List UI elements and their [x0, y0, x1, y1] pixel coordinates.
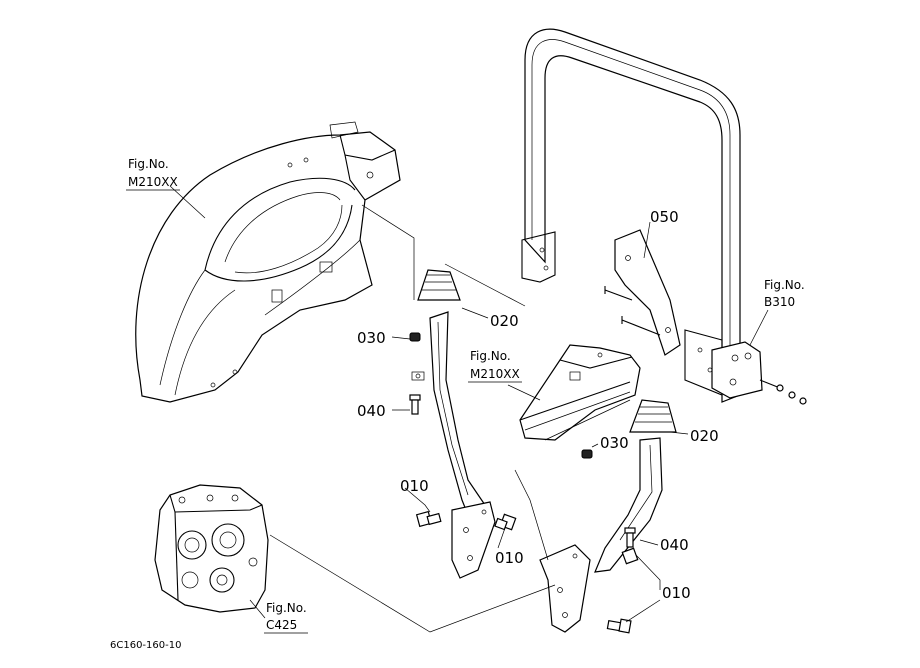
plate-b310 — [711, 341, 807, 405]
right-bolts — [581, 449, 639, 634]
transmission-case — [154, 484, 269, 613]
part-label-020-left: 020 — [490, 312, 519, 330]
part-label-010-left-top: 010 — [400, 477, 429, 495]
fender-assembly — [135, 121, 401, 403]
leader-lines — [169, 185, 769, 633]
drawing-number: 6C160-160-10 — [110, 640, 181, 651]
mid-frame — [519, 344, 641, 441]
part-label-040-right: 040 — [660, 536, 689, 554]
right-lever-guide — [539, 399, 677, 633]
part-label-020-right: 020 — [690, 427, 719, 445]
left-bolts — [409, 332, 517, 531]
bracket-050 — [604, 229, 681, 356]
rops-frame — [521, 28, 741, 403]
callout-fig-m210xx-mid-line2: M210XX — [470, 367, 520, 381]
callout-fig-b310-line1: Fig.No. — [764, 278, 805, 292]
labels: Fig.No. M210XX Fig.No. M210XX Fig.No. B3… — [110, 157, 805, 651]
callout-fig-c425-line1: Fig.No. — [266, 601, 307, 615]
part-label-030-left: 030 — [357, 329, 386, 347]
callout-fig-m210xx-top-line2: M210XX — [128, 175, 178, 189]
part-label-010-left-bottom: 010 — [495, 549, 524, 567]
callout-fig-m210xx-top-line1: Fig.No. — [128, 157, 169, 171]
left-lever-guide — [411, 269, 496, 579]
part-label-010-right: 010 — [662, 584, 691, 602]
callout-fig-m210xx-mid-line1: Fig.No. — [470, 349, 511, 363]
part-label-030-right: 030 — [600, 434, 629, 452]
callout-fig-b310-line2: B310 — [764, 295, 795, 309]
callout-fig-c425-line2: C425 — [266, 618, 297, 632]
part-label-050: 050 — [650, 208, 679, 226]
part-label-040-left: 040 — [357, 402, 386, 420]
